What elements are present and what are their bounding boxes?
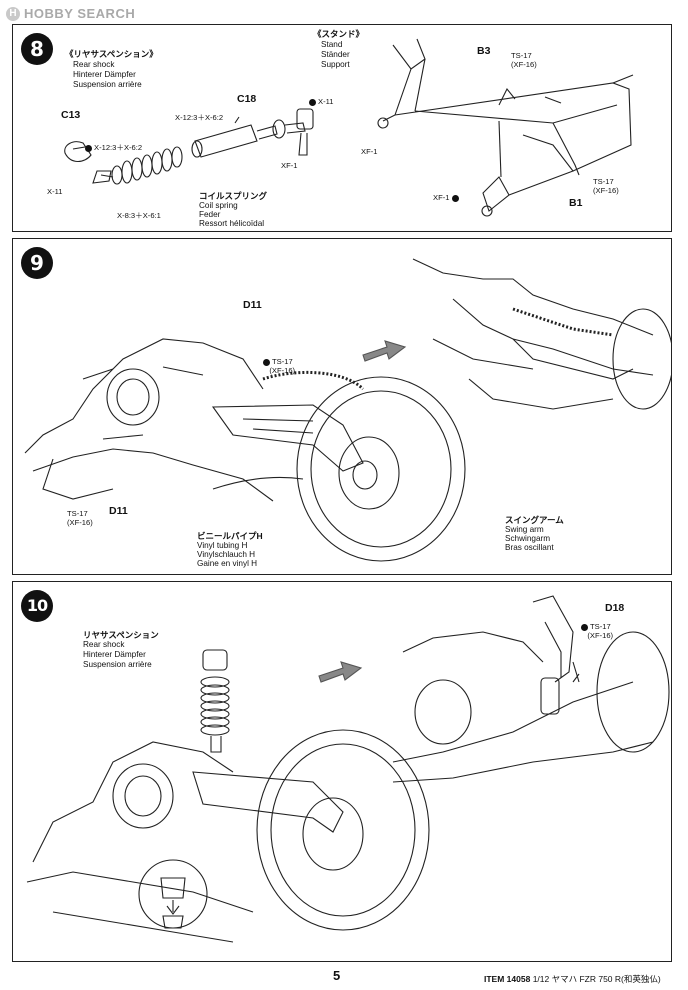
part-b1: B1 xyxy=(569,197,583,209)
paint-label: (XF-16) xyxy=(511,60,537,69)
step-9-illustration xyxy=(24,258,671,562)
paint-label: TS-17 xyxy=(272,357,293,366)
step-10-badge: 10 xyxy=(21,590,53,622)
step-10-rear-shock-de: Hinterer Dämpfer xyxy=(83,650,146,659)
paint-x11-left: X-11 xyxy=(47,187,62,196)
step-8-illustration xyxy=(64,38,634,217)
watermark: H HOBBY SEARCH xyxy=(6,6,135,21)
step-9-panel: 9 D11 TS-17 (XF-16) TS-17(XF-16) D11 ビニー… xyxy=(12,238,672,575)
vinyl-tubing-de: Vinylschlauch H xyxy=(197,550,256,559)
page-number: 5 xyxy=(333,968,341,983)
paint-ts17-right: TS-17(XF-16) xyxy=(593,177,619,195)
paint-ts17-top: TS-17 (XF-16) xyxy=(263,357,295,375)
part-d11-bottom: D11 xyxy=(109,505,128,517)
item-info: ITEM 14058 1/12 ヤマハ FZR 750 R(和英独仏) xyxy=(484,973,661,985)
paint-label: X-12:3＋X-6:2 xyxy=(94,143,143,152)
step-8-rear-shock-fr: Suspension arrière xyxy=(73,80,142,89)
paint-label: X-8:3＋X-6:1 xyxy=(117,211,161,220)
paint-ts17-top: TS-17(XF-16) xyxy=(511,51,537,69)
step-10-panel: 10 リヤサスペンション Rear shock Hinterer Dämpfer… xyxy=(12,581,672,962)
step-8-stand-jp: 《スタンド》 xyxy=(313,29,365,39)
paint-label: TS-17 xyxy=(593,177,614,186)
paint-label: TS-17 xyxy=(590,622,611,631)
paint-label: XF-1 xyxy=(281,161,298,170)
step-8-rear-shock-de: Hinterer Dämpfer xyxy=(73,70,136,79)
item-description: 1/12 ヤマハ FZR 750 R(和英独仏) xyxy=(532,974,661,984)
paint-label: X-12:3＋X-6:2 xyxy=(175,113,224,122)
swing-arm-de: Schwingarm xyxy=(505,534,551,543)
paint-label: (XF-16) xyxy=(593,186,619,195)
paint-ts17-step10: TS-17 (XF-16) xyxy=(581,622,613,640)
paint-label: XF-1 xyxy=(361,147,378,156)
coil-spring-en: Coil spring xyxy=(199,201,238,210)
vinyl-tubing-fr: Gaine en vinyl H xyxy=(197,559,258,568)
swing-arm-en: Swing arm xyxy=(505,525,544,534)
paint-label: TS-17 xyxy=(511,51,532,60)
paint-label: (XF-16) xyxy=(269,366,296,375)
part-d18: D18 xyxy=(605,602,625,614)
paint-dot-icon xyxy=(451,194,459,202)
paint-x12-x6-left: X-12:3＋X-6:2 xyxy=(85,143,142,152)
paint-label: XF-1 xyxy=(433,193,450,202)
swing-arm-fr: Bras oscillant xyxy=(505,543,554,552)
part-d11-top: D11 xyxy=(243,299,262,311)
step-8-stand-de: Ständer xyxy=(321,50,350,59)
paint-xf1-stand-bottom: XF-1 xyxy=(433,193,461,202)
paint-label: X-11 xyxy=(318,97,334,106)
paint-dot-icon xyxy=(581,623,588,631)
paint-label: (XF-16) xyxy=(67,518,93,527)
part-c18: C18 xyxy=(237,93,257,105)
paint-label: (XF-16) xyxy=(587,631,614,640)
coil-spring-de: Feder xyxy=(199,210,221,219)
paint-label: X-11 xyxy=(47,187,63,196)
paint-ts17-bottom: TS-17(XF-16) xyxy=(67,509,93,527)
step-8-rear-shock-en: Rear shock xyxy=(73,60,115,69)
step-8-panel: 8 《リヤサスペンション》 Rear shock Hinterer Dämpfe… xyxy=(12,24,672,232)
step-8-badge: 8 xyxy=(21,33,53,65)
step-8-stand-en: Stand xyxy=(321,40,343,49)
step-10-rear-shock-jp: リヤサスペンション xyxy=(83,630,159,640)
step-9-badge: 9 xyxy=(21,247,53,279)
watermark-logo: H xyxy=(6,6,20,21)
paint-dot-icon xyxy=(85,144,92,152)
coil-spring-jp: コイルスプリング xyxy=(199,191,268,201)
watermark-text: HOBBY SEARCH xyxy=(24,6,136,21)
vinyl-tubing-en: Vinyl tubing H xyxy=(197,541,248,550)
paint-label: TS-17 xyxy=(67,509,88,518)
paint-xf1-stand-left: XF-1 xyxy=(361,147,377,156)
step-10-rear-shock-fr: Suspension arrière xyxy=(83,660,152,669)
part-c13: C13 xyxy=(61,109,81,121)
coil-spring-fr: Ressort hélicoïdal xyxy=(199,219,265,228)
item-code: ITEM 14058 xyxy=(484,974,531,984)
paint-dot-icon xyxy=(263,358,270,366)
vinyl-tubing-jp: ビニールパイプH xyxy=(197,531,263,541)
step-10-rear-shock-en: Rear shock xyxy=(83,640,125,649)
paint-dot-icon xyxy=(309,98,316,106)
step-8-stand-fr: Support xyxy=(321,60,350,69)
step-8-rear-shock-jp: 《リヤサスペンション》 xyxy=(65,49,158,59)
paint-x11-right: X-11 xyxy=(309,97,333,106)
step-10-illustration xyxy=(26,595,670,943)
part-b3: B3 xyxy=(477,45,491,57)
swing-arm-jp: スイングアーム xyxy=(505,515,564,525)
paint-x12-x6-top: X-12:3＋X-6:2 xyxy=(175,113,223,122)
paint-xf1-shock: XF-1 xyxy=(281,161,297,170)
paint-x8-x6: X-8:3＋X-6:1 xyxy=(117,211,161,220)
